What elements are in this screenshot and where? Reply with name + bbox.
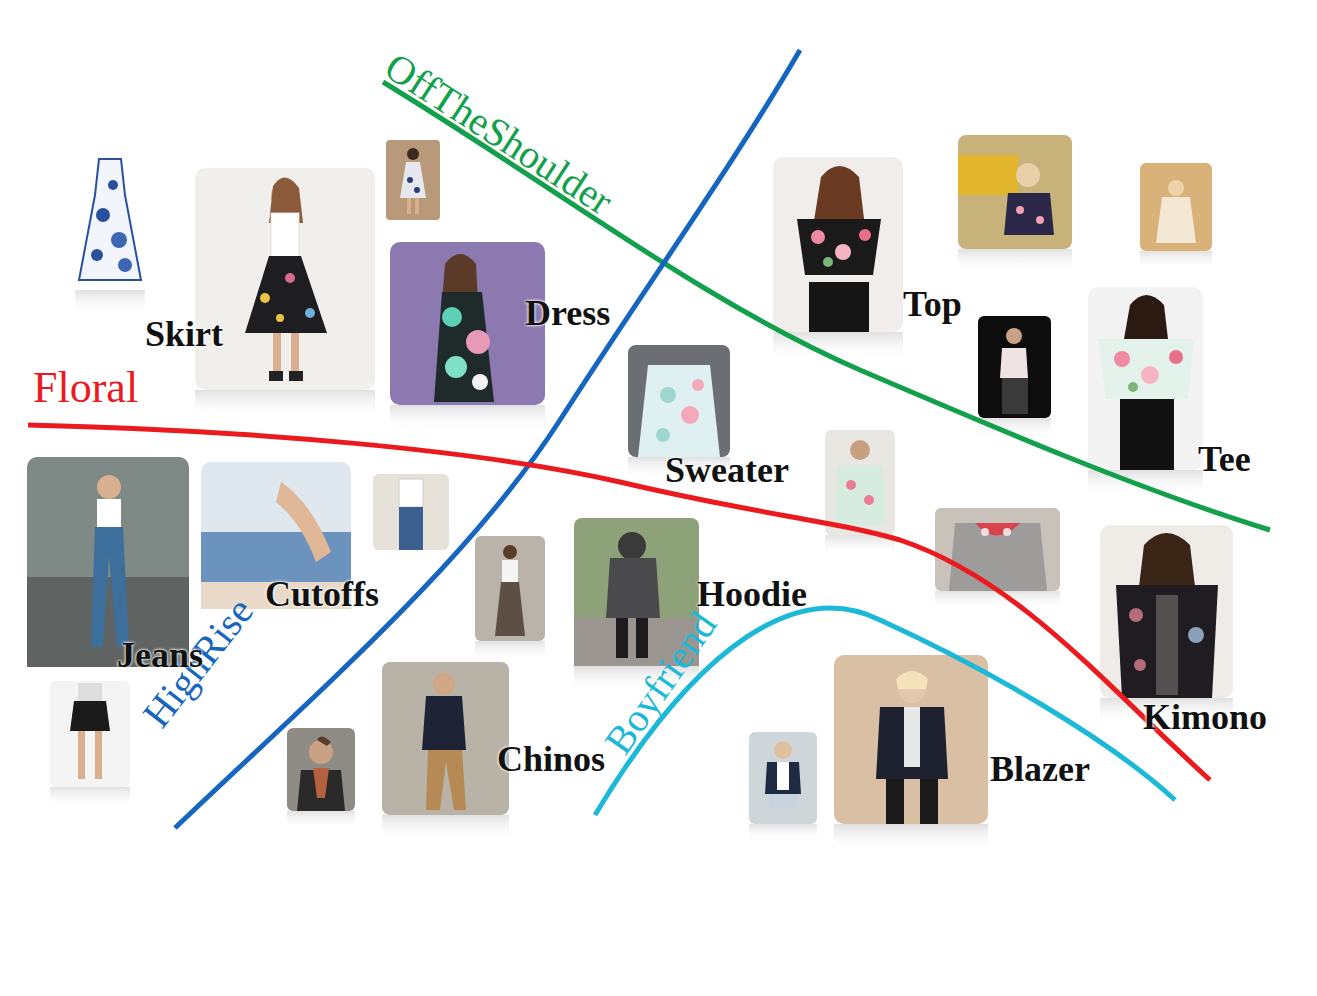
photo-street-top bbox=[958, 135, 1072, 271]
category-label: Kimono bbox=[1143, 699, 1267, 735]
category-label: Jeans bbox=[117, 637, 203, 673]
photo-chinos bbox=[382, 662, 509, 841]
photo-tee bbox=[1088, 287, 1203, 496]
category-label: Skirt bbox=[145, 316, 223, 352]
photo-shorts bbox=[50, 681, 130, 807]
category-label: Sweater bbox=[665, 452, 789, 488]
photo-man-scarf bbox=[287, 728, 355, 829]
category-label: Dress bbox=[525, 295, 610, 331]
category-label: Blazer bbox=[990, 751, 1090, 787]
photo-blazer bbox=[834, 655, 988, 852]
photo-highrise-jeans bbox=[373, 474, 449, 550]
category-label: Tee bbox=[1198, 441, 1251, 477]
highrise-curve bbox=[175, 50, 800, 828]
category-label: Top bbox=[903, 286, 962, 322]
photo-floral-sweatshirt bbox=[935, 508, 1060, 609]
photo-dress bbox=[390, 242, 545, 431]
photo-small-dress bbox=[386, 140, 440, 220]
attribute-label: Floral bbox=[33, 366, 138, 410]
category-label: Hoodie bbox=[697, 576, 807, 612]
photo-field bbox=[1140, 163, 1212, 269]
category-label: Chinos bbox=[497, 741, 605, 777]
photo-jeans bbox=[27, 457, 189, 667]
photo-top bbox=[773, 157, 903, 360]
photo-skirt bbox=[195, 168, 375, 418]
photo-small-blazer bbox=[749, 732, 817, 842]
photo-wide-pants bbox=[475, 536, 545, 661]
photo-dark-top bbox=[978, 316, 1051, 438]
category-label: Cutoffs bbox=[265, 576, 379, 612]
photo-dress-product bbox=[75, 159, 145, 315]
floral-curve bbox=[28, 425, 1210, 780]
